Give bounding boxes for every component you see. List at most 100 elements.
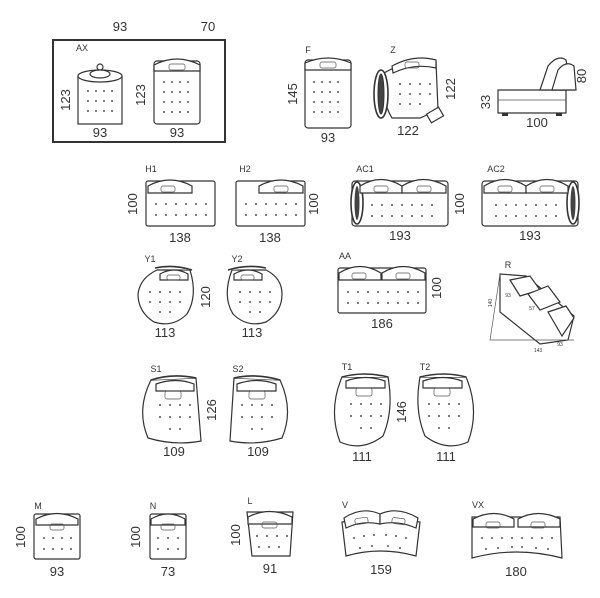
module-width: 193	[519, 228, 541, 243]
module-width: 73	[161, 564, 175, 579]
module-s2: S2 109	[229, 364, 289, 459]
module-width: 111	[436, 449, 456, 464]
module-code: Z	[390, 45, 396, 55]
sub-dim: 93	[557, 342, 563, 348]
module-ac1: AC1 193 100	[350, 164, 467, 243]
module-depth: 123	[58, 89, 73, 111]
module-code: T2	[420, 362, 431, 372]
module-width: 93	[93, 125, 107, 140]
module-y2: Y2 113	[226, 254, 283, 340]
module-width: 93	[50, 564, 64, 579]
module-depth: 122	[443, 78, 458, 100]
tufting-dots	[495, 204, 557, 217]
module-depth: 100	[429, 277, 444, 299]
module-code: H2	[239, 164, 251, 174]
module-code: AC2	[487, 164, 505, 174]
module-depth: 100	[125, 193, 140, 215]
tufting-dots	[256, 535, 288, 548]
module-code: T1	[342, 362, 353, 372]
module-width: 143	[534, 348, 543, 354]
tufting-dots	[245, 203, 297, 216]
module-ottoman: 93 123	[133, 58, 201, 140]
tufting-dots	[371, 204, 433, 217]
ax-group-frame: 93 70	[52, 19, 226, 143]
module-depth: 145	[285, 83, 300, 105]
module-code: F	[305, 45, 311, 55]
module-code: S2	[232, 364, 243, 374]
module-l: L 91 100	[228, 496, 294, 576]
module-width: 113	[155, 325, 176, 340]
module-height: 80	[574, 69, 589, 83]
module-width: 186	[371, 316, 393, 331]
module-code: S1	[150, 364, 161, 374]
tufting-dots	[155, 203, 207, 216]
module-v: V 159	[341, 500, 421, 577]
module-ac2: AC2 193	[481, 164, 580, 243]
tufting-dots	[399, 83, 431, 105]
module-code: M	[34, 501, 42, 511]
module-code: R	[505, 260, 512, 270]
module-depth: 100	[128, 526, 143, 548]
tufting-dots	[87, 90, 113, 112]
module-code: Y1	[144, 254, 155, 264]
module-n: N 73 100	[128, 501, 187, 579]
module-code: N	[150, 501, 157, 511]
module-t1: T1 111 146	[333, 362, 409, 464]
top-dim-ax-height: 70	[201, 19, 215, 34]
sub-dim: 93	[505, 293, 511, 299]
module-depth: 146	[394, 401, 409, 423]
top-dim-ax: 93	[113, 19, 127, 34]
module-width: 159	[370, 562, 392, 577]
module-code: VX	[472, 500, 484, 510]
tufting-dots	[149, 291, 181, 313]
module-h2: H2 138 100	[235, 164, 321, 245]
tufting-dots	[159, 404, 191, 430]
module-width: 93	[321, 130, 335, 145]
tufting-dots	[313, 81, 339, 113]
module-depth: 120	[198, 286, 213, 308]
module-width: 180	[505, 564, 527, 579]
tufting-dots	[241, 404, 273, 430]
module-depth: 123	[133, 84, 148, 106]
module-depth: 140	[488, 299, 494, 308]
module-width: 100	[526, 115, 548, 130]
tufting-dots	[43, 537, 72, 550]
module-h1: H1 138 100	[125, 164, 216, 245]
module-code: L	[247, 496, 252, 506]
module-side-elevation: 100 33 80	[478, 57, 589, 130]
module-width: 138	[259, 230, 281, 245]
tufting-dots	[163, 81, 189, 113]
module-width: 113	[242, 325, 263, 340]
tufting-dots	[350, 403, 382, 429]
module-aa: AA 186 100	[337, 251, 444, 331]
module-width: 122	[397, 123, 419, 138]
module-width: 109	[247, 444, 269, 459]
tufting-dots	[481, 537, 553, 550]
tufting-dots	[353, 534, 407, 549]
module-z: Z 122 122	[373, 45, 458, 138]
tufting-dots	[347, 291, 419, 304]
module-code: AC1	[356, 164, 374, 174]
module-t2: T2 111	[417, 362, 475, 464]
tufting-dots	[428, 403, 460, 429]
module-width: 93	[170, 125, 184, 140]
module-code: Y2	[231, 254, 242, 264]
module-m: M 93 100	[13, 501, 81, 579]
module-depth: 100	[13, 526, 28, 548]
module-code: AA	[339, 251, 351, 261]
tufting-dots	[157, 537, 179, 550]
module-depth: 100	[452, 193, 467, 215]
module-f: F 93 145	[285, 45, 352, 145]
module-width: 193	[389, 228, 411, 243]
module-depth: 126	[204, 399, 219, 421]
module-code: AX	[76, 43, 88, 53]
module-ax: AX 93 123	[58, 43, 123, 140]
module-width: 109	[163, 444, 185, 459]
module-y1: Y1 113 120	[137, 254, 213, 340]
module-depth: 100	[306, 193, 321, 215]
module-vx: VX 180	[471, 500, 563, 579]
module-r: R 140 93 57 93 143	[488, 260, 575, 354]
module-depth: 100	[228, 524, 243, 546]
module-code: H1	[145, 164, 157, 174]
